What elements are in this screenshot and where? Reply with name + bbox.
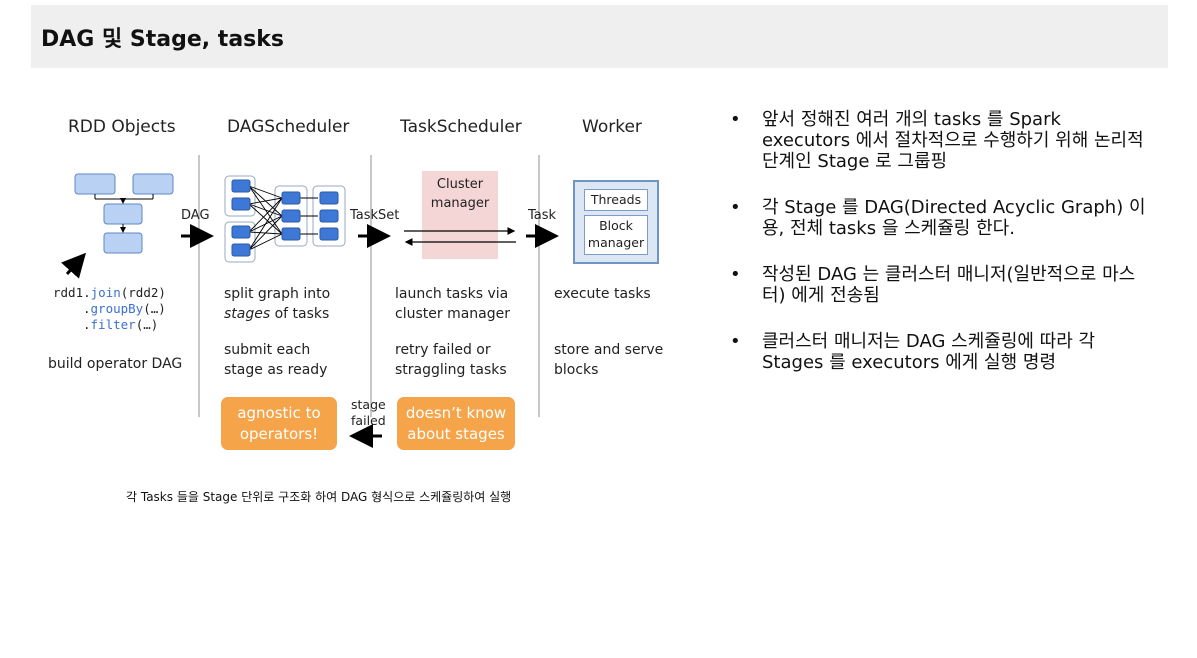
task-desc-line: retry failed or xyxy=(395,342,491,358)
code-text: (…) xyxy=(143,301,166,316)
code-keyword: join xyxy=(90,285,121,300)
bullet-item: • 작성된 DAG 는 클러스터 매니저(일반적으로 마스터) 에게 전송됨 xyxy=(730,264,1150,306)
cluster-label-line2: manager xyxy=(430,196,490,211)
rdd-dag-graph xyxy=(74,173,174,254)
rdd-description: build operator DAG xyxy=(48,356,183,372)
dag-desc-line: split graph into xyxy=(224,286,331,302)
task-node xyxy=(281,191,301,205)
col-header-worker: Worker xyxy=(582,117,642,137)
worker-description: execute tasks store and serve blocks xyxy=(554,284,663,380)
stage-failed-line2: failed xyxy=(351,413,386,428)
bullet-text: 앞서 정해진 여러 개의 tasks 를 Spark executors 에서 … xyxy=(762,109,1144,172)
task-desc-line: cluster manager xyxy=(395,306,510,322)
task-description: launch tasks via cluster manager retry f… xyxy=(395,284,510,380)
callout-line: doesn’t know xyxy=(405,403,507,422)
task-node xyxy=(231,225,251,239)
task-node xyxy=(319,227,339,241)
col-header-dag: DAGScheduler xyxy=(227,117,350,137)
code-text: rdd1. xyxy=(53,285,91,300)
task-desc-line: launch tasks via xyxy=(395,286,509,302)
dag-desc-line: stage as ready xyxy=(224,362,328,378)
rdd-node xyxy=(103,232,143,254)
task-node xyxy=(281,209,301,223)
task-node xyxy=(231,197,251,211)
task-node xyxy=(231,179,251,193)
col-header-rdd: RDD Objects xyxy=(68,117,176,137)
bullet-item: • 앞서 정해진 여러 개의 tasks 를 Spark executors 에서… xyxy=(730,109,1150,172)
stage-failed-label: stage failed xyxy=(351,397,386,429)
code-pointer-arrow xyxy=(61,252,87,279)
rdd-code: rdd1.join(rdd2) .groupBy(…) .filter(…) xyxy=(53,285,166,333)
worker-desc-line: execute tasks xyxy=(554,286,651,302)
separator xyxy=(370,155,372,417)
title-bar: DAG 및 Stage, tasks xyxy=(31,5,1168,68)
agnostic-callout: agnostic to operators! xyxy=(221,397,337,450)
doesnt-know-callout: doesn’t know about stages xyxy=(397,397,515,450)
separator xyxy=(538,155,540,417)
code-keyword: filter xyxy=(90,317,136,332)
bullet-text: 클러스터 매니저는 DAG 스케쥴링에 따라 각 Stages 를 execut… xyxy=(762,331,1096,373)
task-label: Task xyxy=(528,208,557,223)
callout-line: agnostic to xyxy=(237,403,321,422)
rdd-node xyxy=(103,203,143,225)
task-desc-line: straggling tasks xyxy=(395,362,507,378)
threads-box: Threads xyxy=(584,189,648,211)
bullet-text: 작성된 DAG 는 클러스터 매니저(일반적으로 마스터) 에게 전송됨 xyxy=(762,264,1136,306)
block-manager-box: Block manager xyxy=(584,215,648,255)
bullet-item: • 클러스터 매니저는 DAG 스케쥴링에 따라 각 Stages 를 execu… xyxy=(730,331,1150,373)
code-keyword: groupBy xyxy=(90,301,144,316)
dag-desc-line: submit each xyxy=(224,342,311,358)
dag-stages-graph xyxy=(224,175,346,263)
bullet-glyph: • xyxy=(730,331,741,352)
bullet-glyph: • xyxy=(730,197,741,218)
block-manager-line2: manager xyxy=(587,235,645,250)
figure-caption: 각 Tasks 들을 Stage 단위로 구조화 하여 DAG 형식으로 스케쥴… xyxy=(126,490,512,504)
rdd-node xyxy=(132,173,174,195)
dag-desc-line: of tasks xyxy=(270,306,330,322)
dag-label: DAG xyxy=(181,208,210,223)
taskset-label: TaskSet xyxy=(350,208,400,223)
rdd-node xyxy=(74,173,116,195)
callout-line: operators! xyxy=(239,424,319,443)
code-text: (…) xyxy=(135,317,159,332)
dag-description: split graph into stages of tasks submit … xyxy=(224,284,330,380)
block-manager-line1: Block xyxy=(599,218,633,233)
worker-box: Threads Block manager xyxy=(573,180,659,264)
col-header-task: TaskScheduler xyxy=(400,117,522,137)
worker-desc-line: blocks xyxy=(554,362,599,378)
task-node xyxy=(231,243,251,257)
cluster-label-line1: Cluster xyxy=(436,177,484,192)
task-node xyxy=(319,209,339,223)
stage-failed-line1: stage xyxy=(351,397,386,412)
bullet-text: 각 Stage 를 DAG(Directed Acyclic Graph) 이용… xyxy=(762,197,1146,239)
dag-desc-italic: stages xyxy=(224,306,271,322)
bullet-glyph: • xyxy=(730,109,741,130)
code-text: (rdd2) xyxy=(120,285,166,300)
bullet-item: • 각 Stage 를 DAG(Directed Acyclic Graph) 이… xyxy=(730,197,1150,239)
bullet-glyph: • xyxy=(730,264,741,285)
cluster-manager-box: Cluster manager xyxy=(422,171,498,259)
task-node xyxy=(319,191,339,205)
page-title: DAG 및 Stage, tasks xyxy=(41,27,284,52)
task-node xyxy=(281,227,301,241)
separator xyxy=(198,155,200,417)
code-text: . xyxy=(83,317,91,332)
bullet-list: • 앞서 정해진 여러 개의 tasks 를 Spark executors 에서… xyxy=(730,109,1150,398)
code-text: . xyxy=(83,301,91,316)
callout-line: about stages xyxy=(407,424,505,443)
worker-desc-line: store and serve xyxy=(554,342,664,358)
